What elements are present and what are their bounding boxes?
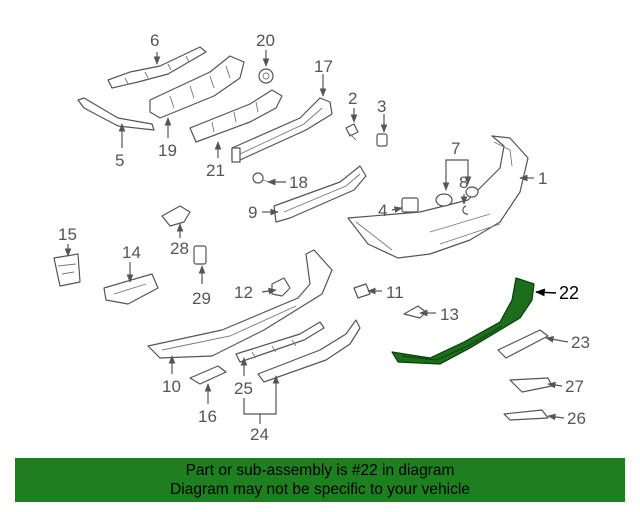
callout-12: 12 (234, 283, 253, 302)
part-12-shape (271, 277, 291, 297)
callout-10: 10 (162, 377, 181, 396)
part-15-shape (53, 253, 81, 287)
callout-labels: 6 20 17 2 3 5 19 21 18 9 4 1 7 8 28 29 1… (58, 31, 590, 444)
callout-24: 24 (250, 425, 269, 444)
callout-23: 23 (571, 333, 590, 352)
callout-11: 11 (386, 283, 404, 302)
callout-27: 27 (565, 377, 584, 396)
callout-4: 4 (378, 201, 387, 220)
part-3-shape (376, 133, 388, 147)
part-29-shape (193, 245, 207, 265)
callout-3: 3 (377, 97, 386, 116)
part-11-shape (353, 283, 371, 299)
callout-13: 13 (440, 305, 459, 324)
callout-14: 14 (122, 243, 141, 262)
leader-lines (64, 50, 569, 424)
part-19-shape (149, 55, 245, 119)
banner-line-1: Part or sub-assembly is #22 in diagram (185, 462, 455, 479)
part-1-shape (347, 135, 529, 259)
part-23-shape (497, 329, 549, 359)
callout-19: 19 (158, 141, 177, 160)
part-7-shape (435, 186, 479, 207)
callout-29: 29 (192, 289, 211, 308)
part-28-shape (161, 205, 191, 227)
part-17-shape (231, 97, 333, 163)
callout-5: 5 (115, 151, 124, 170)
part-14-shape (103, 273, 159, 305)
callout-17: 17 (314, 57, 333, 76)
callout-7: 7 (451, 139, 460, 158)
callout-1: 1 (538, 169, 547, 188)
part-13-shape (403, 305, 427, 319)
part-22-shape (391, 277, 535, 365)
banner-line-2: Diagram may not be specific to your vehi… (170, 481, 470, 498)
callout-26: 26 (567, 409, 586, 428)
part-16-shape (189, 365, 227, 385)
part-18-shape (252, 172, 271, 184)
callout-2: 2 (348, 89, 357, 108)
callout-16: 16 (198, 407, 217, 426)
callout-21: 21 (206, 161, 225, 180)
part-20-shape (258, 68, 274, 84)
callout-9: 9 (248, 203, 257, 222)
part-25-shape (235, 321, 325, 363)
callout-25: 25 (234, 379, 253, 398)
part-21-shape (189, 89, 283, 143)
callout-28: 28 (170, 239, 189, 258)
callout-6: 6 (150, 31, 159, 50)
parts-diagram: 6 20 17 2 3 5 19 21 18 9 4 1 7 8 28 29 1… (53, 31, 590, 444)
callout-20: 20 (256, 31, 275, 50)
callout-15: 15 (58, 225, 77, 244)
part-24-shape (257, 319, 361, 383)
part-8-shape (462, 205, 469, 215)
part-2-shape (345, 123, 359, 141)
part-5-shape (77, 97, 155, 131)
callout-18: 18 (289, 173, 308, 192)
info-banner: Part or sub-assembly is #22 in diagram D… (15, 458, 625, 502)
part-6-shape (107, 46, 207, 89)
part-27-shape (509, 377, 553, 393)
part-10-shape (147, 249, 333, 359)
part-26-shape (503, 409, 549, 421)
callout-8: 8 (459, 173, 468, 192)
callout-22: 22 (559, 283, 579, 303)
part-9-shape (273, 165, 367, 223)
part-4-shape (401, 197, 419, 213)
